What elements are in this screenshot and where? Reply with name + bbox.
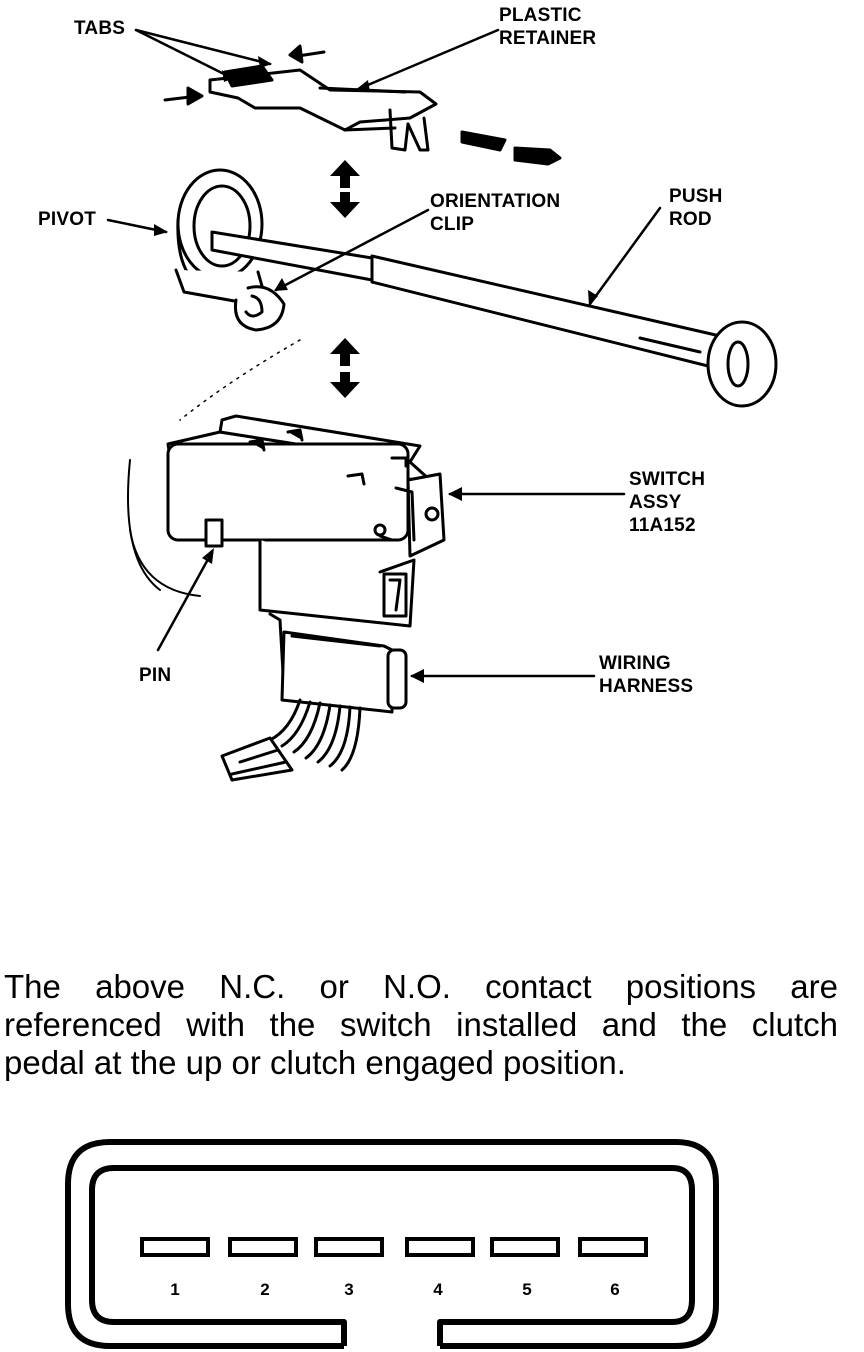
pin-slot-6 — [578, 1237, 648, 1257]
pin-number-2: 2 — [260, 1280, 270, 1299]
caption-line-2: referenced with the switch installed and… — [4, 1006, 838, 1043]
push-rod-part — [210, 230, 778, 408]
pin-slot-2 — [228, 1237, 298, 1257]
caption-line-1: The above N.C. or N.O. contact positions… — [4, 968, 838, 1005]
pivot-part — [174, 168, 286, 332]
label-plastic-retainer: PLASTIC RETAINER — [499, 5, 597, 49]
pin-slot-5 — [490, 1237, 560, 1257]
connector-pin-slots — [140, 1237, 648, 1257]
leader-lines — [106, 28, 662, 678]
pin-number-3: 3 — [344, 1280, 354, 1299]
motion-arrows — [330, 160, 360, 398]
label-wiring-harness: WIRING HARNESS — [599, 653, 694, 697]
pin-number-4: 4 — [433, 1280, 443, 1299]
pin-slot-4 — [405, 1237, 475, 1257]
label-pivot: PIVOT — [38, 209, 97, 230]
connector-face — [65, 1139, 719, 1349]
pin-number-1: 1 — [170, 1280, 180, 1299]
plastic-retainer-part — [208, 64, 438, 152]
label-pin: PIN — [139, 665, 172, 686]
switch-assembly-part — [166, 414, 446, 628]
pin-number-5: 5 — [522, 1280, 532, 1299]
label-push-rod: PUSH ROD — [669, 186, 723, 230]
pin-slot-1 — [140, 1237, 210, 1257]
pin-slot-3 — [314, 1237, 384, 1257]
leader-arrowheads — [154, 56, 598, 683]
wiring-harness-part — [220, 612, 408, 782]
label-switch-assy: SWITCH ASSY 11A152 — [629, 469, 706, 536]
label-orientation-clip: ORIENTATION CLIP — [430, 191, 561, 235]
caption-line-3: pedal at the up or clutch engaged positi… — [4, 1044, 626, 1081]
label-tabs: TABS — [74, 18, 126, 39]
caption-text: The above N.C. or N.O. contact positions… — [4, 968, 838, 1082]
pin-number-6: 6 — [610, 1280, 620, 1299]
